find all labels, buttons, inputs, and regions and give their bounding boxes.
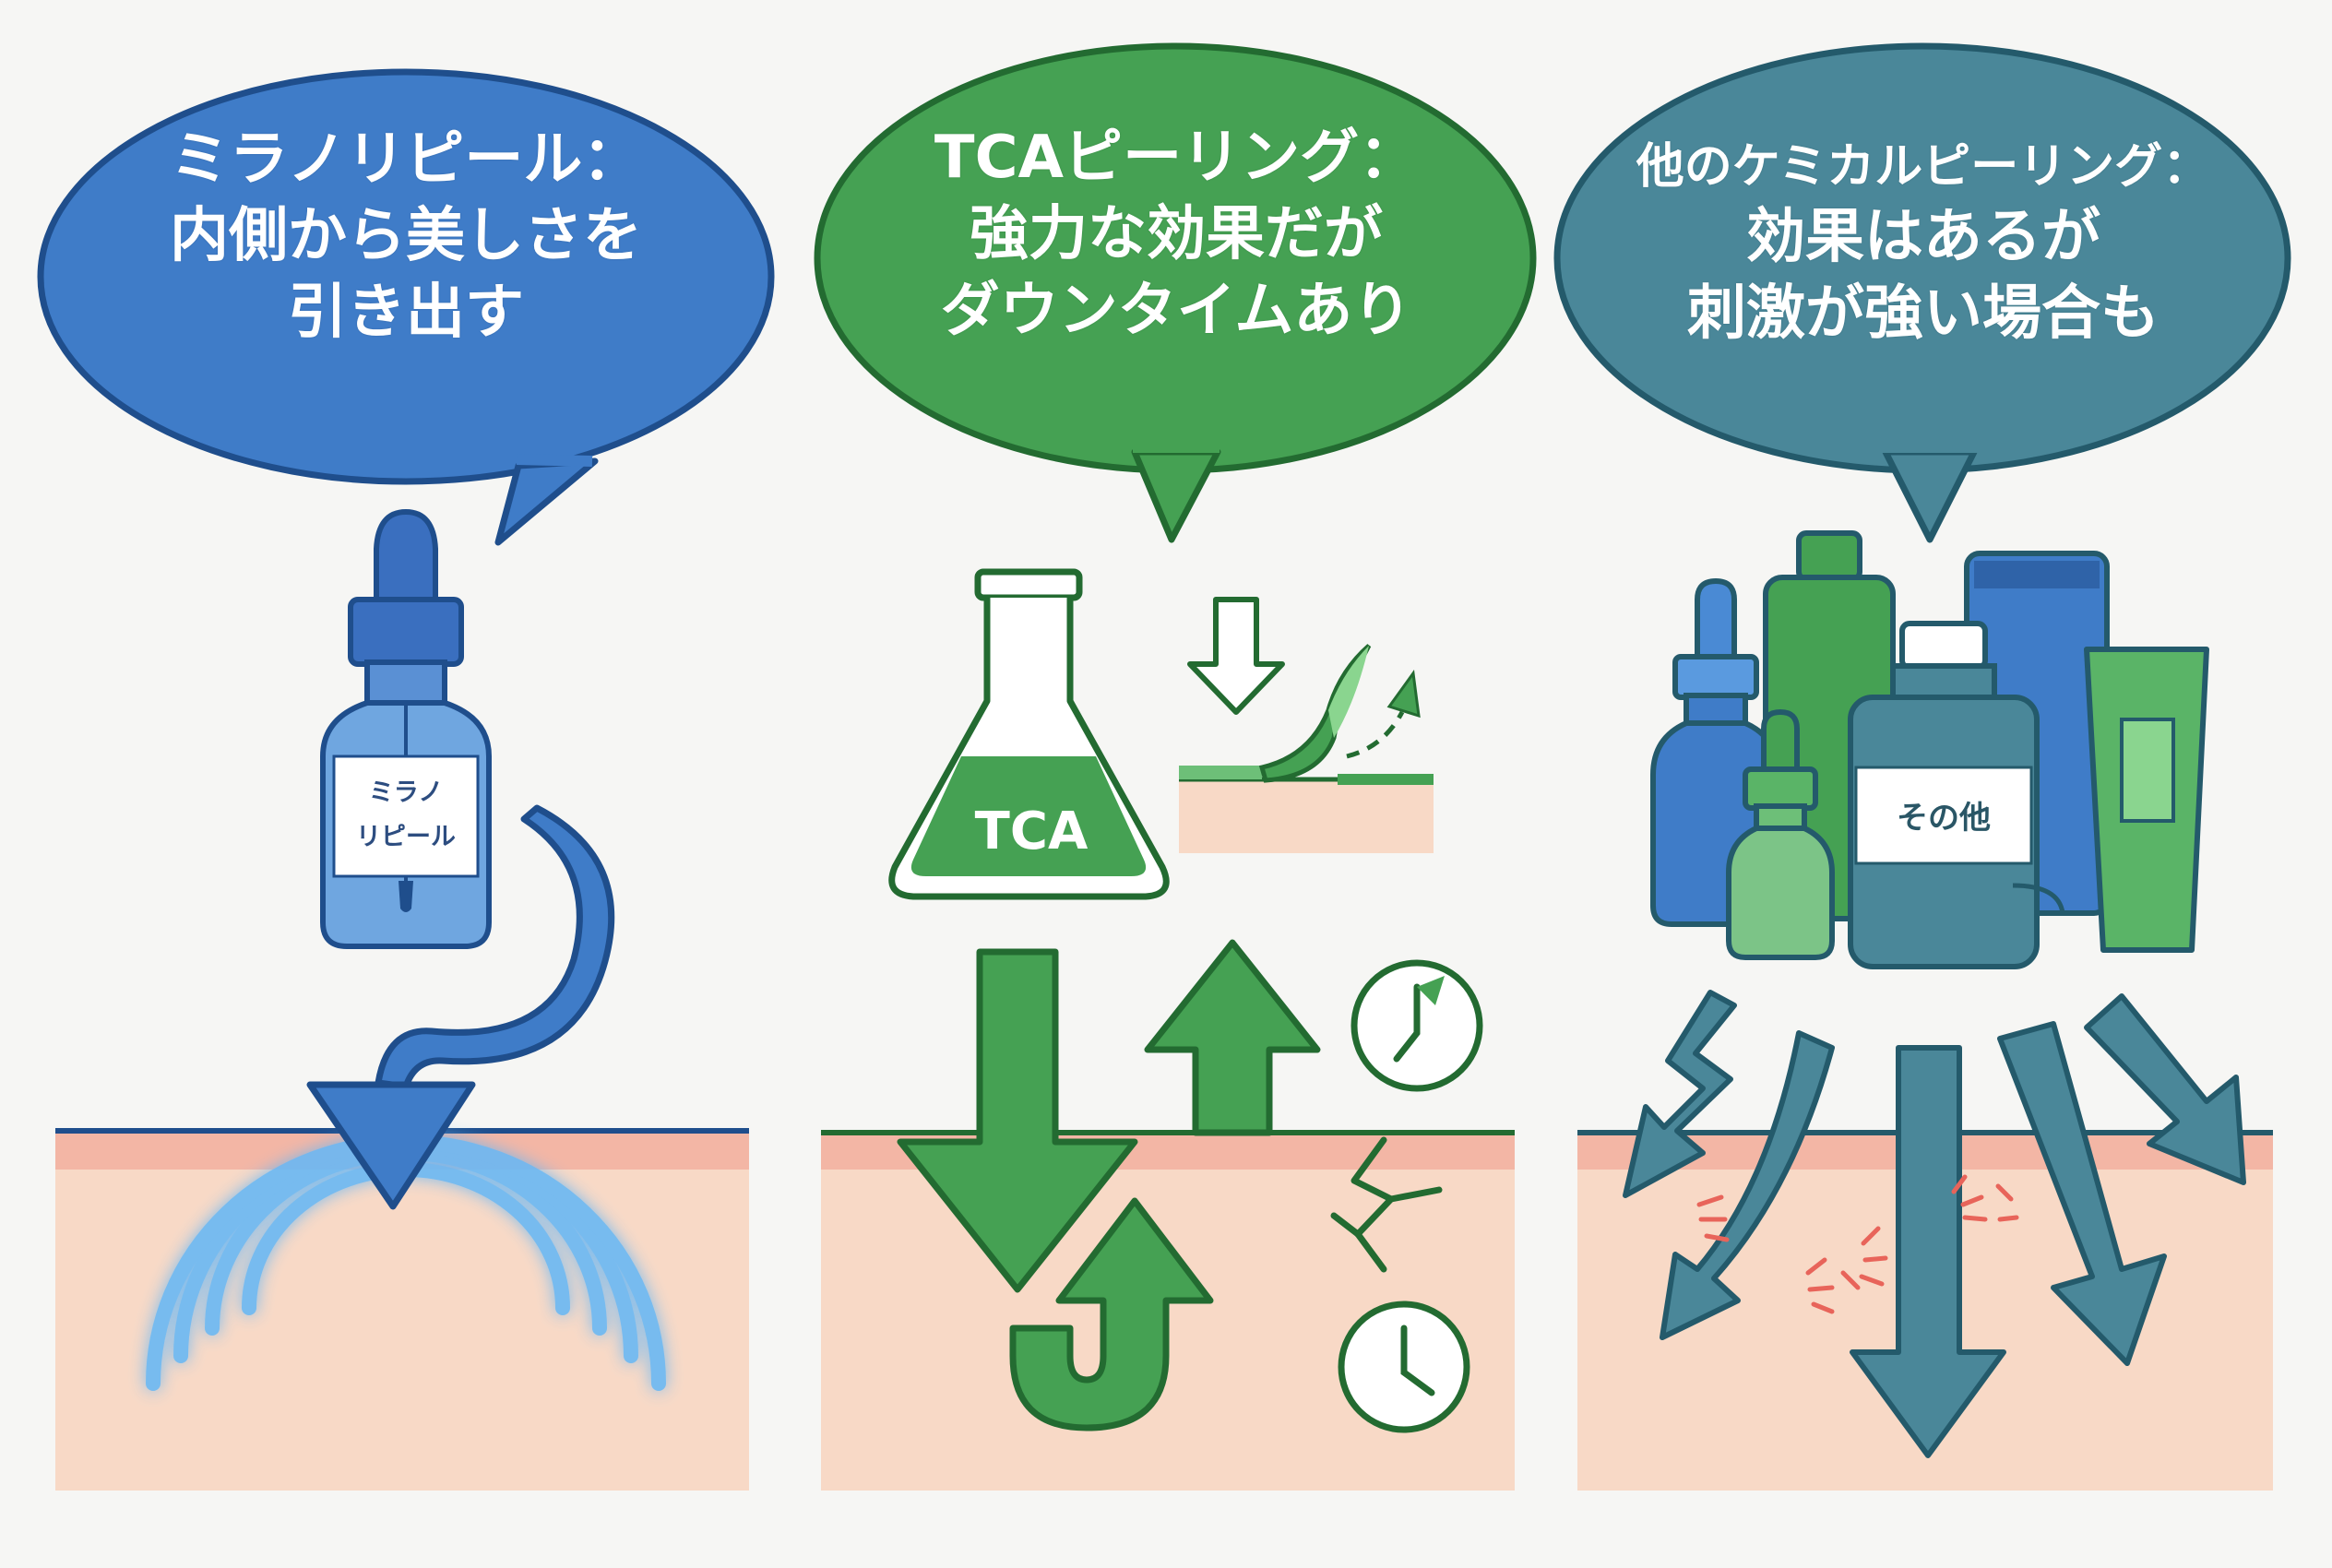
bubble-title-other: 他のケミカルピーリング： 効果はあるが 刺激が強い場合も <box>1587 137 2260 352</box>
bubble-line: ミラノリピール： <box>170 125 642 194</box>
arrow-icon <box>2084 993 2246 1185</box>
product-label: リピール <box>356 823 456 851</box>
bottles-group-icon: その他 <box>1650 530 2209 969</box>
bubble-title-miranorepeel: ミラノリピール： 内側から美しさを 引き出す <box>83 122 729 352</box>
crack-icon <box>1330 1136 1443 1273</box>
panel-other: その他 <box>1553 42 2291 1491</box>
bubble-line: ダウンタイムあり <box>940 277 1412 346</box>
curved-arrow-icon <box>306 804 615 1210</box>
product-label: その他 <box>1897 800 1991 837</box>
bubble-line: 刺激が強い場合も <box>1687 279 2159 348</box>
irritation-marks-icon <box>1696 1174 2019 1314</box>
panel-miranorepeel: ミラノ リピール <box>37 68 775 1491</box>
clock-icon <box>1350 959 1483 1092</box>
peeling-skin-icon <box>1179 597 1434 853</box>
bubble-line: 効果はあるが <box>1746 202 2100 271</box>
panel-tca: TCA <box>814 42 1537 1491</box>
flask-icon: TCA <box>888 568 1170 900</box>
bubble-line: TCAピーリング： <box>934 124 1419 192</box>
speech-bubble-other <box>1553 42 2291 543</box>
zigzag-arrow-icon <box>1623 990 1737 1198</box>
speech-bubble-miranorepeel <box>37 68 775 546</box>
arrow-icon <box>1850 1045 2006 1458</box>
dropper-bottle-icon: ミラノ リピール <box>320 508 492 949</box>
speech-bubble-tca <box>814 42 1537 543</box>
product-label: ミラノ <box>369 778 443 807</box>
down-arrow-icon <box>897 948 1138 1293</box>
bubble-line: 他のケミカルピーリング： <box>1636 139 2211 195</box>
flask-label: TCA <box>975 802 1089 861</box>
bubble-title-tca: TCAピーリング： 強力な効果だが ダウンタイムあり <box>849 120 1504 350</box>
clock-icon <box>1338 1301 1470 1433</box>
bubble-line: 内側から美しさを <box>170 202 642 271</box>
arrow-icon <box>1660 1030 1835 1340</box>
arrow-icon <box>1997 1021 2167 1366</box>
u-turn-arrow-icon <box>1009 1197 1214 1431</box>
bubble-line: 強力な効果だが <box>970 200 1383 269</box>
up-arrow-icon <box>1144 939 1321 1136</box>
bubble-line: 引き出す <box>288 279 524 348</box>
